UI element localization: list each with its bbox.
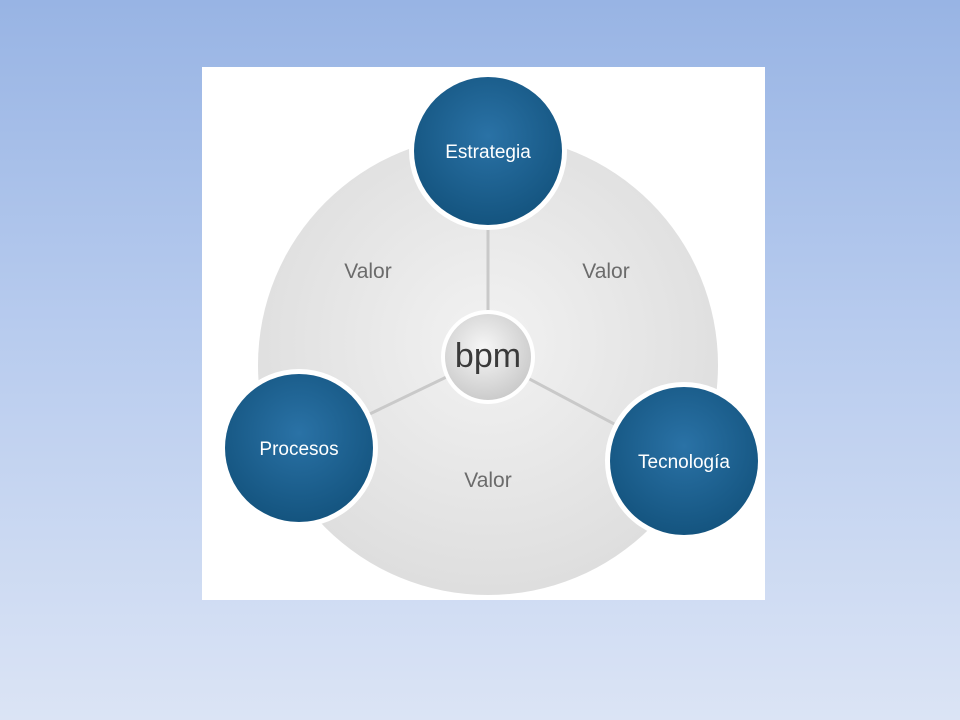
diagram-panel: Valor Valor Valor Estrategia Procesos Te…	[202, 67, 765, 600]
valor-label-bottom: Valor	[464, 469, 511, 492]
bpm-diagram: Valor Valor Valor Estrategia Procesos Te…	[220, 72, 763, 595]
center-node: bpm	[441, 310, 535, 404]
node-estrategia: Estrategia	[409, 72, 567, 230]
valor-label-left: Valor	[344, 260, 391, 283]
node-procesos: Procesos	[220, 369, 378, 527]
node-tecnologia: Tecnología	[605, 382, 763, 540]
center-label: bpm	[455, 337, 521, 375]
node-tecnologia-label: Tecnología	[638, 452, 730, 473]
node-estrategia-label: Estrategia	[445, 142, 531, 163]
node-procesos-label: Procesos	[259, 439, 338, 460]
valor-label-right: Valor	[582, 260, 629, 283]
